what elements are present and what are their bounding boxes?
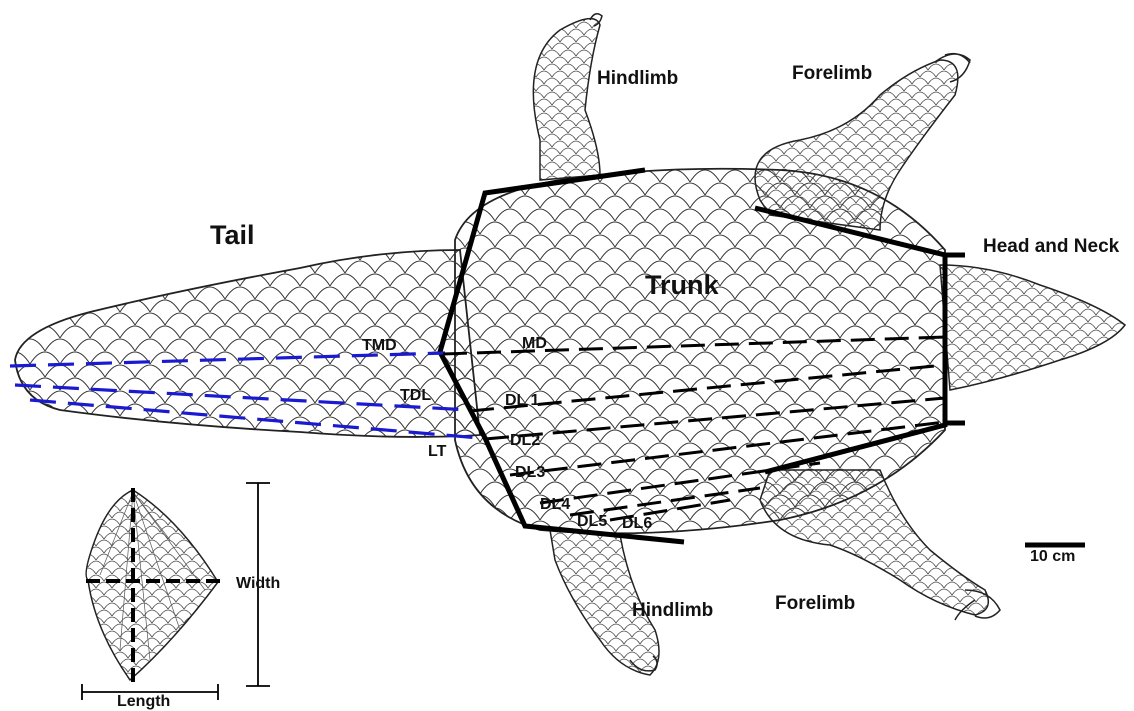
- label-line-tmd: TMD: [362, 337, 397, 355]
- label-line-dl6: DL6: [622, 515, 652, 533]
- label-line-dl5: DL5: [577, 513, 607, 531]
- label-length: Length: [117, 693, 170, 711]
- label-line-md: MD: [522, 335, 547, 353]
- label-line-tdl: TDL: [400, 387, 431, 405]
- label-line-dl1: DL 1: [505, 392, 539, 410]
- label-line-lt: LT: [428, 443, 446, 461]
- hindlimb-top-illustration: [533, 14, 602, 180]
- label-hindlimb-top: Hindlimb: [597, 68, 678, 90]
- label-head-neck: Head and Neck: [983, 236, 1119, 258]
- label-forelimb-top: Forelimb: [792, 63, 872, 85]
- head-illustration: [940, 265, 1125, 390]
- label-trunk: Trunk: [645, 270, 719, 301]
- label-scale-bar: 10 cm: [1030, 548, 1075, 566]
- tail-illustration: [15, 250, 480, 437]
- label-line-dl2: DL2: [510, 432, 540, 450]
- label-width: Width: [236, 575, 280, 593]
- label-hindlimb-bottom: Hindlimb: [632, 600, 713, 622]
- label-tail: Tail: [210, 220, 255, 251]
- label-forelimb-bottom: Forelimb: [775, 593, 855, 615]
- label-line-dl4: DL4: [540, 496, 570, 514]
- label-line-dl3: DL3: [515, 464, 545, 482]
